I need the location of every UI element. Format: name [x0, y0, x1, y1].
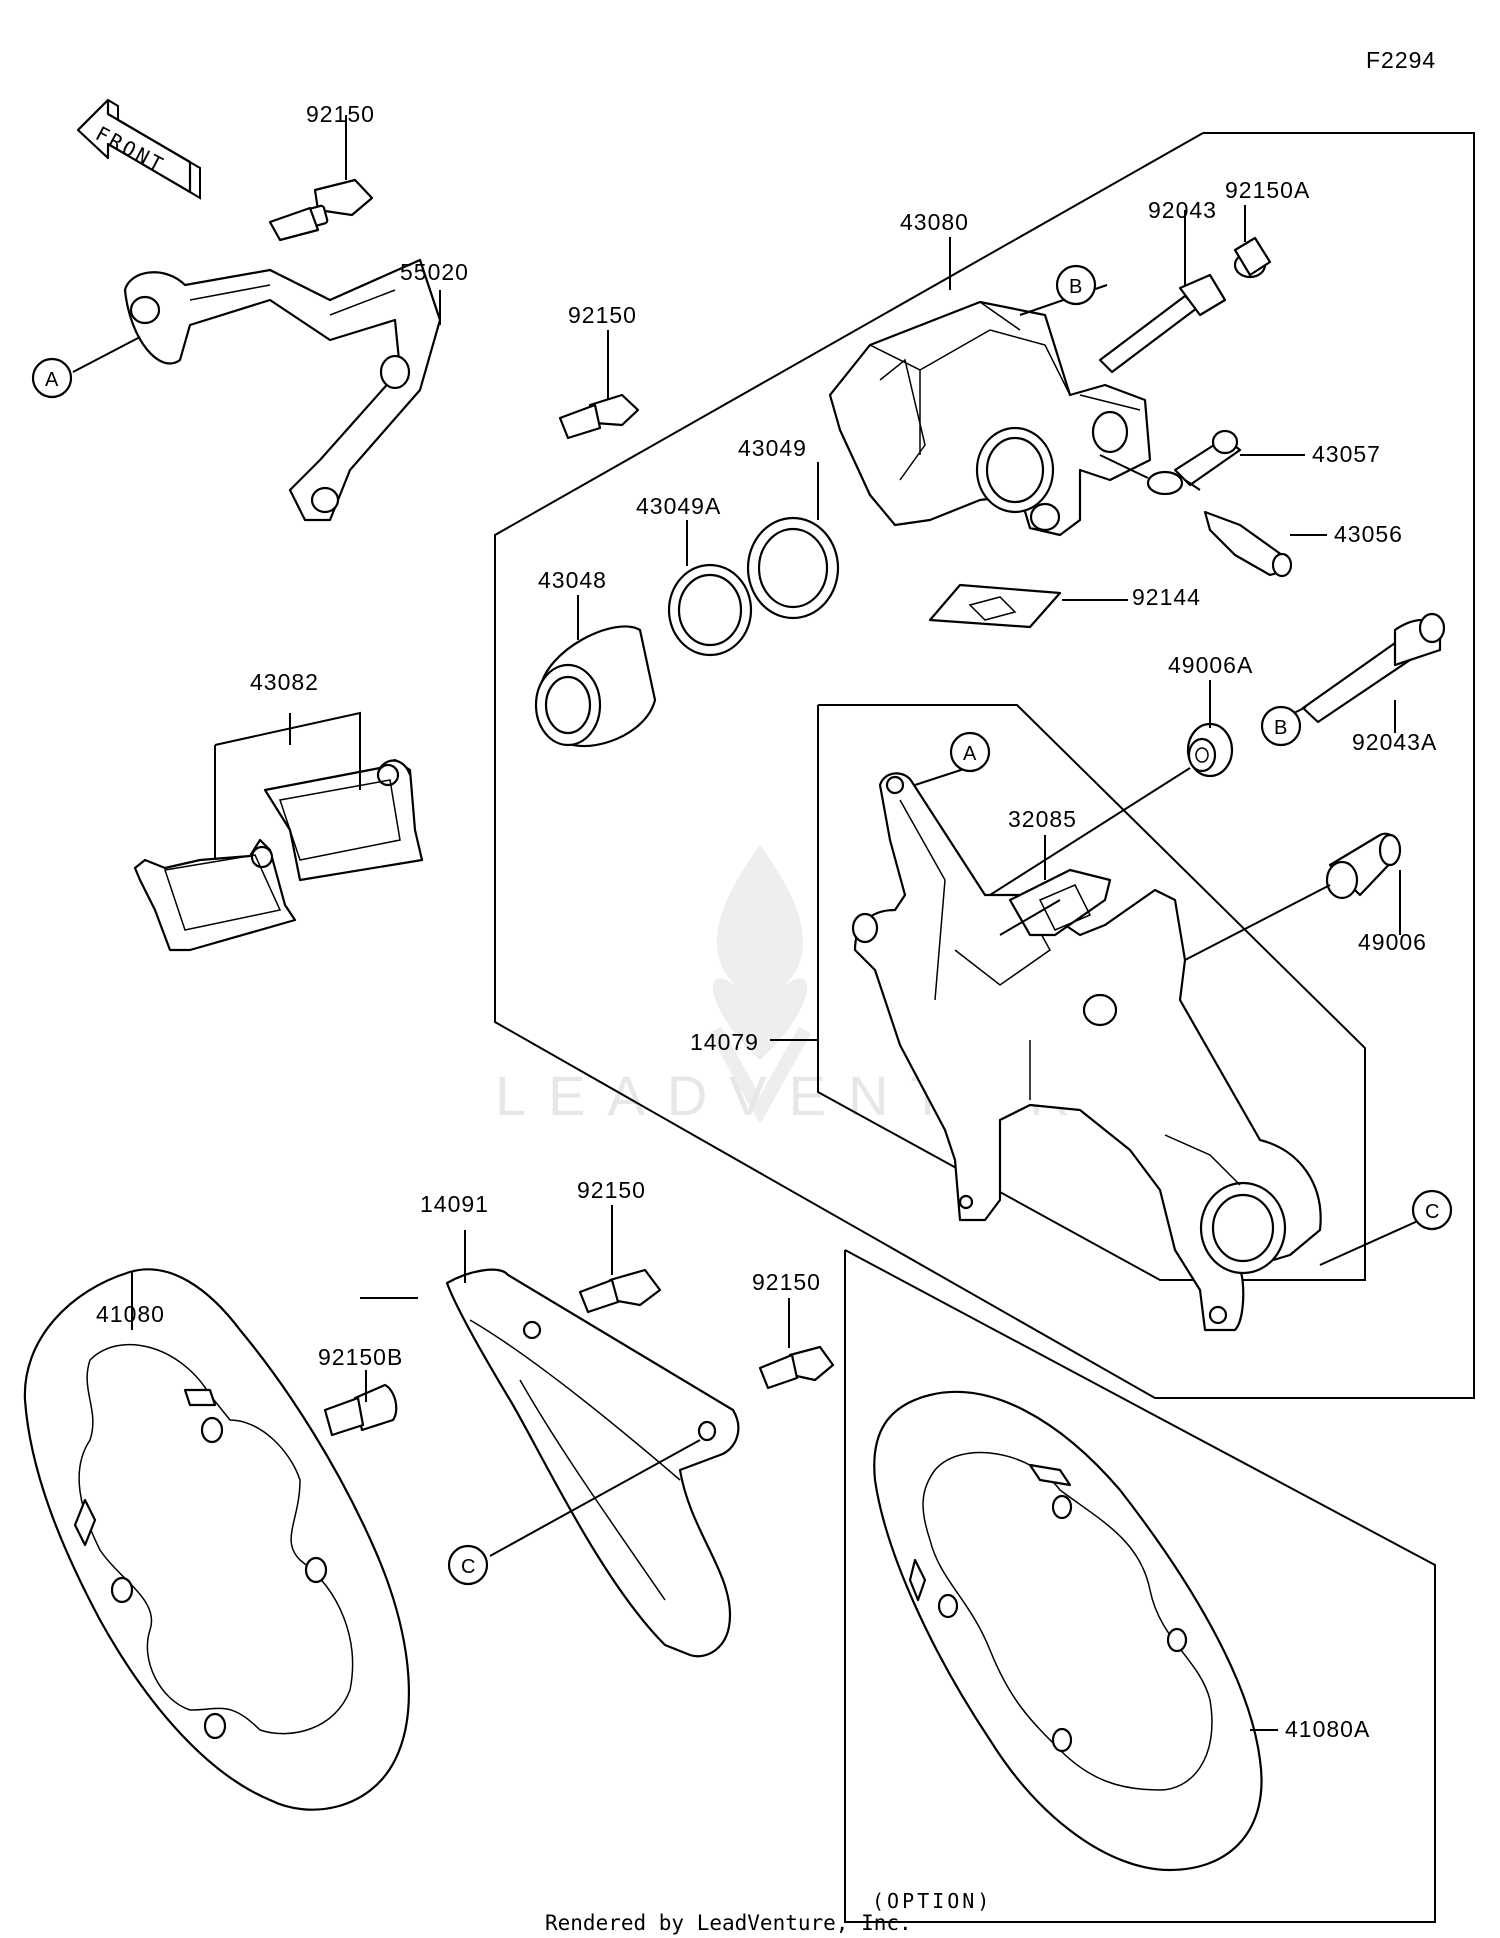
part-label-43057: 43057: [1312, 441, 1381, 467]
boot-49006A: [1186, 722, 1234, 778]
front-arrow-icon: FRONT: [76, 98, 201, 200]
ref-letter-a: A: [45, 369, 59, 391]
boot-49006: [1325, 832, 1402, 900]
part-label-92150A: 92150A: [1225, 177, 1310, 203]
caliper-group-outline: [494, 132, 1475, 1399]
ref-letter-a: A: [963, 743, 977, 765]
plate-32085: [1008, 868, 1112, 937]
cap-92150A: [1233, 236, 1272, 279]
leader-lines: [72, 115, 1421, 1731]
option-label: (OPTION): [872, 1889, 992, 1913]
seal-43049: [746, 516, 840, 620]
seal-43049A: [667, 563, 753, 657]
brake-pads-43082: [133, 758, 424, 952]
ref-circle-c-left: C: [447, 1544, 489, 1586]
part-label-41080A: 41080A: [1285, 1716, 1370, 1742]
part-label-43049: 43049: [738, 435, 807, 461]
guard-14091: [445, 1268, 740, 1658]
disc-41080: [23, 1268, 410, 1811]
bolt-92150-mid: [558, 393, 640, 440]
pin-92043A: [1301, 612, 1446, 724]
bleeder-cap-43057: [1146, 429, 1242, 496]
disc-41080A: [873, 1390, 1263, 1872]
bolt-92150-top: [268, 178, 374, 242]
bolt-92150B: [323, 1383, 398, 1437]
part-label-92150-mid: 92150: [568, 302, 637, 328]
part-label-49006A: 49006A: [1168, 652, 1253, 678]
ref-letter-c: C: [1425, 1201, 1439, 1223]
part-label-14091: 14091: [420, 1191, 489, 1217]
part-label-92150-low: 92150: [577, 1177, 646, 1203]
part-label-92150-top: 92150: [306, 101, 375, 127]
part-label-92144: 92144: [1132, 584, 1201, 610]
part-label-55020: 55020: [400, 259, 469, 285]
part-label-43056: 43056: [1334, 521, 1403, 547]
figure-code: F2294: [1366, 47, 1436, 73]
part-label-43048: 43048: [538, 567, 607, 593]
part-label-92150-right: 92150: [752, 1269, 821, 1295]
option-group-outline: [844, 1249, 1436, 1923]
holder-14079: [851, 772, 1322, 1332]
pin-92043: [1098, 273, 1227, 374]
bracket-55020: [123, 258, 442, 522]
spring-92144: [928, 583, 1062, 629]
bolt-92150-right: [758, 1345, 835, 1390]
part-label-92043A: 92043A: [1352, 729, 1437, 755]
piston-43048: [534, 625, 657, 748]
ref-circle-a-right: A: [949, 731, 991, 773]
footer-credit: Rendered by LeadVenture, Inc.: [545, 1911, 912, 1935]
ref-circle-b-top: B: [1055, 264, 1097, 306]
holder-group-outline: [817, 704, 1366, 1281]
ref-circle-c-right: C: [1411, 1189, 1453, 1231]
part-label-32085: 32085: [1008, 806, 1077, 832]
part-label-92043: 92043: [1148, 197, 1217, 223]
ref-letter-b: B: [1274, 717, 1287, 739]
bleeder-valve-43056: [1203, 510, 1293, 578]
ref-letter-b: B: [1069, 276, 1082, 298]
part-label-43049A: 43049A: [636, 493, 721, 519]
ref-circle-a-left: A: [31, 357, 73, 399]
caliper-43080: [828, 300, 1152, 537]
bolt-92150-low: [578, 1268, 662, 1314]
ref-circle-b-right: B: [1260, 705, 1302, 747]
part-label-43082: 43082: [250, 669, 319, 695]
part-label-14079: 14079: [690, 1029, 759, 1055]
part-label-43080: 43080: [900, 209, 969, 235]
part-label-49006: 49006: [1358, 929, 1427, 955]
part-label-41080: 41080: [96, 1301, 165, 1327]
part-label-92150B: 92150B: [318, 1344, 403, 1370]
ref-letter-c: C: [461, 1556, 475, 1578]
